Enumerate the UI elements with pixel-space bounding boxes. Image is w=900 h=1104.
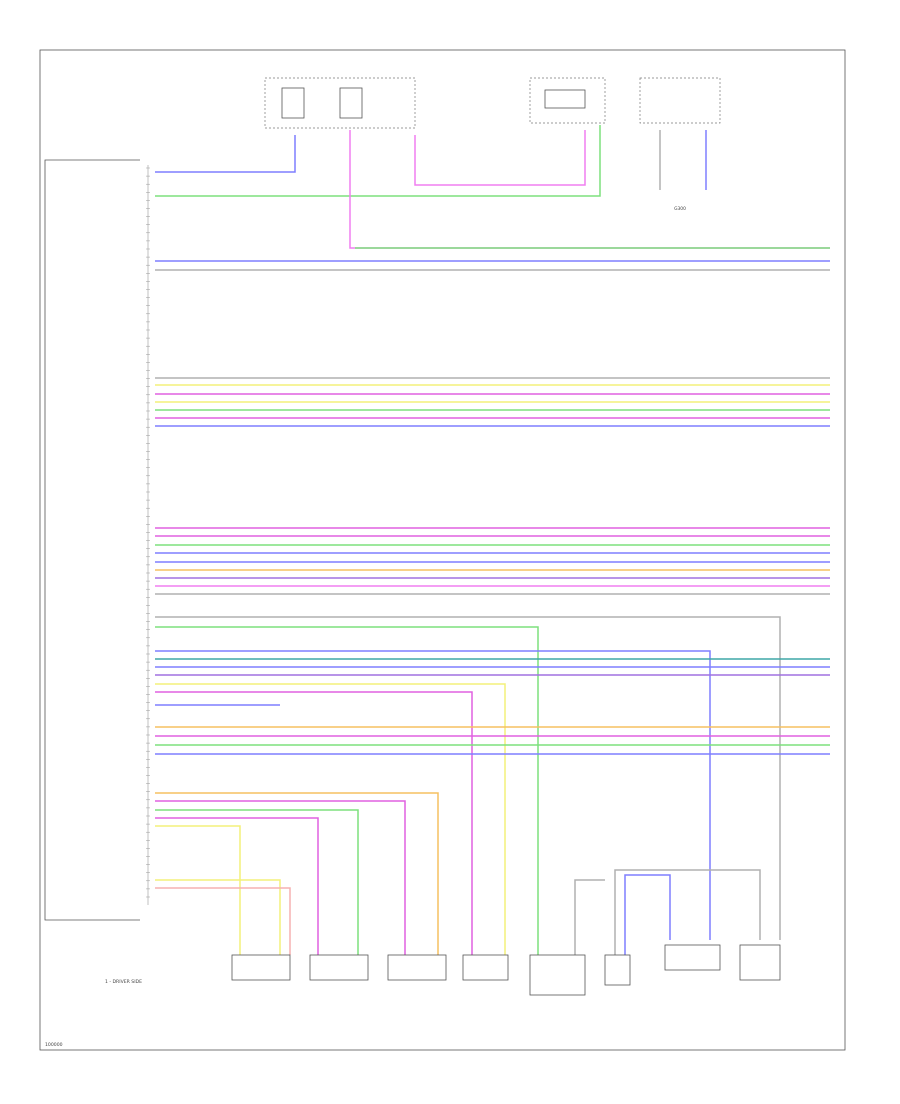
driver-side-curtain-module xyxy=(309,954,369,981)
wire-yellow-lower xyxy=(155,825,241,955)
passenger-side-curtain-module xyxy=(387,954,447,981)
wire-top-blue xyxy=(155,135,296,173)
pin-labels xyxy=(146,167,150,898)
wire-blue-ocs xyxy=(155,650,711,940)
footer-code: 100000 xyxy=(45,1042,63,1048)
instrument-cluster-box xyxy=(544,89,586,109)
wire-grey-right xyxy=(155,616,781,940)
wire-magenta-fis xyxy=(155,691,473,955)
wire-sbs-grey xyxy=(574,879,605,955)
module-outline xyxy=(44,159,140,921)
wires-layer xyxy=(155,125,830,955)
page-frame xyxy=(39,49,846,1051)
data-link-connector xyxy=(639,77,721,124)
wire-seat-pos xyxy=(614,869,761,955)
seat-position-sensor xyxy=(604,954,631,986)
wire-top-pink xyxy=(349,130,830,249)
wire-top-pink-2 xyxy=(414,130,586,186)
fuse-1 xyxy=(281,87,305,119)
module-note: 1 - DRIVER SIDE xyxy=(105,979,142,985)
wire-magenta-lower-2 xyxy=(155,817,319,955)
wire-top-green xyxy=(155,125,601,197)
front-impact-sensor xyxy=(462,954,509,981)
passenger-seat-belt-switch xyxy=(739,944,781,981)
seat-belt-switch xyxy=(529,954,586,996)
wire-sbs-green xyxy=(155,626,539,955)
ground-caption: G300 xyxy=(674,206,686,212)
wire-orange-lower xyxy=(155,792,439,955)
wire-seat-pos-2 xyxy=(624,874,671,955)
instrument-cluster-component xyxy=(529,77,606,124)
wire-yellow-pab xyxy=(155,879,281,955)
bottom-components xyxy=(20,944,781,1045)
wire-green-lower xyxy=(155,809,359,955)
wire-magenta-lower xyxy=(155,800,406,955)
occupant-classification-sensor xyxy=(664,944,721,971)
spacer xyxy=(20,1044,21,1045)
passenger-airbag-module xyxy=(231,954,291,981)
fuse-2 xyxy=(339,87,363,119)
wire-yellow-fis xyxy=(155,683,506,955)
wire-pink-pab xyxy=(155,887,291,955)
